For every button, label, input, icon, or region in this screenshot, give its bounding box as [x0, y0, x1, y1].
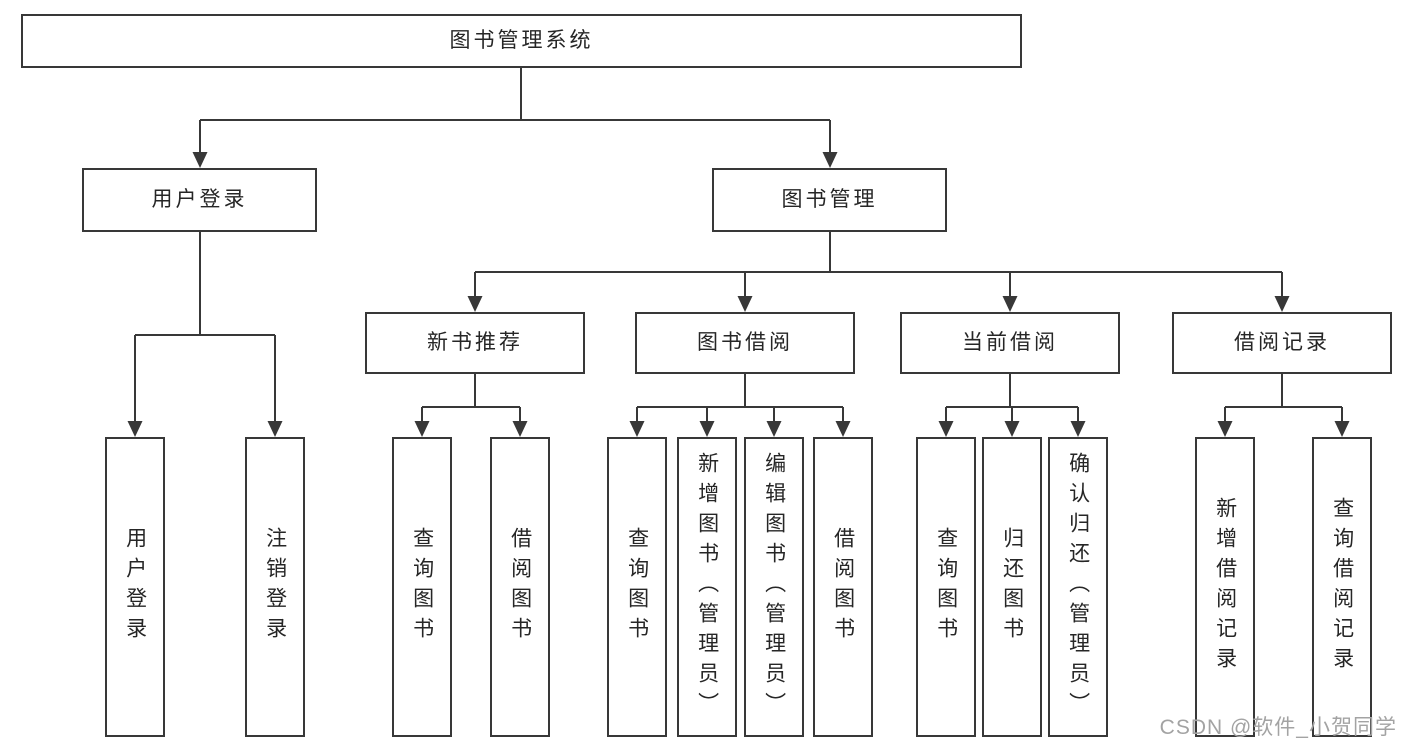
node-book-management: 图书管理	[712, 168, 947, 232]
node-root: 图书管理系统	[21, 14, 1022, 68]
node-leaf-newbook-query: 查询图书	[392, 437, 452, 737]
node-user-login: 用户登录	[82, 168, 317, 232]
node-new-book-recommend: 新书推荐	[365, 312, 585, 374]
node-book-borrow: 图书借阅	[635, 312, 855, 374]
watermark: CSDN @软件_小贺同学	[1159, 716, 1397, 739]
node-leaf-borrow-edit-admin: 编辑图书（管理员）	[744, 437, 804, 737]
node-leaf-newbook-borrow: 借阅图书	[490, 437, 550, 737]
node-leaf-logout: 注销登录	[245, 437, 305, 737]
node-leaf-records-query: 查询借阅记录	[1312, 437, 1372, 737]
node-leaf-current-return: 归还图书	[982, 437, 1042, 737]
node-leaf-borrow-query: 查询图书	[607, 437, 667, 737]
node-leaf-user-login: 用户登录	[105, 437, 165, 737]
node-leaf-records-add: 新增借阅记录	[1195, 437, 1255, 737]
node-leaf-borrow-borrow: 借阅图书	[813, 437, 873, 737]
node-current-borrow: 当前借阅	[900, 312, 1120, 374]
arrowheads	[127, 152, 1350, 437]
node-borrow-records: 借阅记录	[1172, 312, 1392, 374]
node-leaf-current-confirm-admin: 确认归还（管理员）	[1048, 437, 1108, 737]
node-leaf-borrow-add-admin: 新增图书（管理员）	[677, 437, 737, 737]
node-leaf-current-query: 查询图书	[916, 437, 976, 737]
